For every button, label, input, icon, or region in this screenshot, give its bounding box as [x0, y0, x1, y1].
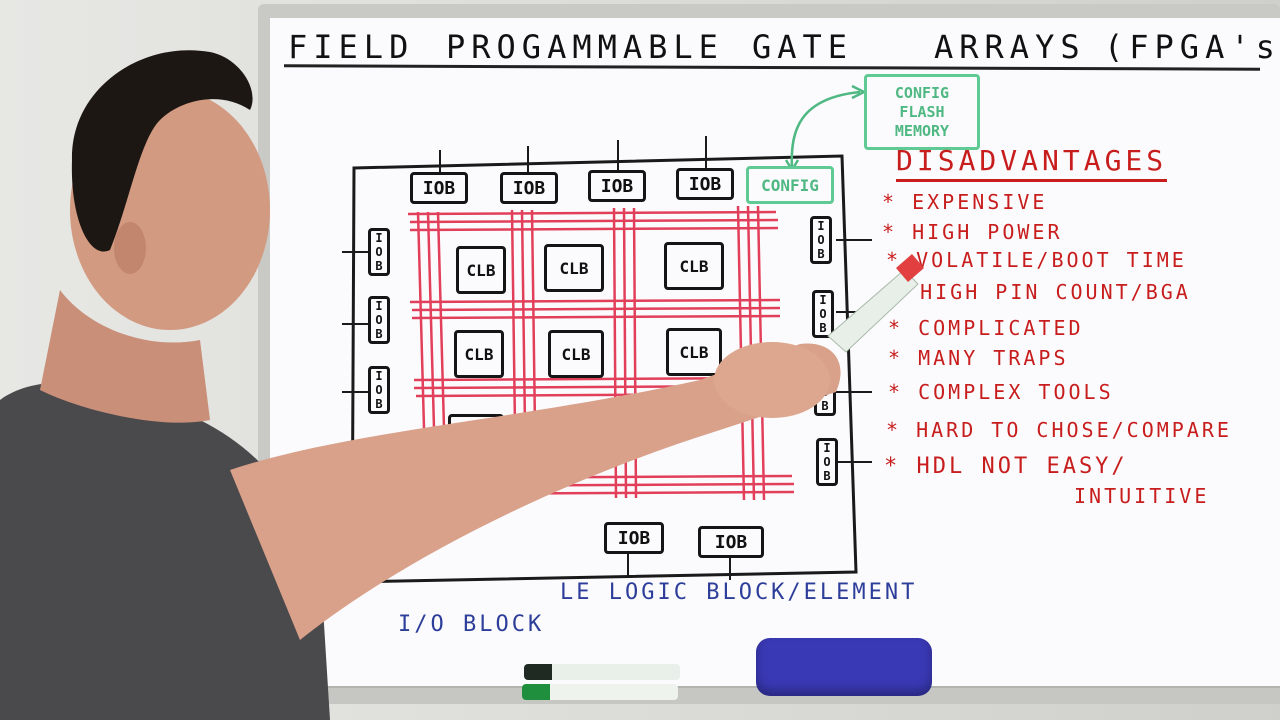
- disadvantage-item-continued: INTUITIVE: [1074, 484, 1210, 508]
- iob-right-2: IOB: [812, 290, 834, 338]
- title-word-gate: GATE: [752, 28, 854, 66]
- iob-left-4: IOB: [368, 438, 390, 486]
- legend-logic-block: LE LOGIC BLOCK/ELEMENT: [560, 580, 918, 605]
- iob-top-3: IOB: [588, 170, 646, 202]
- legend-io-block: I/O BLOCK: [398, 612, 545, 637]
- iob-right-3: IOB: [814, 368, 836, 416]
- config-flash-arrow: [790, 90, 861, 169]
- clb-r2-c2: CLB: [548, 330, 604, 378]
- config-block: CONFIG: [746, 166, 834, 204]
- iob-right-4: IOB: [816, 438, 838, 486]
- disadvantage-item: * EXPENSIVE: [882, 190, 1048, 214]
- iob-right-1: IOB: [810, 216, 832, 264]
- page-title: FIELD PROGAMMABLE GATE ARRAYS (FPGA's): [286, 22, 1280, 70]
- disadvantage-item: * HIGH POWER: [882, 220, 1063, 244]
- left-pins: [342, 251, 368, 463]
- iob-bottom-2: IOB: [698, 526, 764, 558]
- eraser-icon[interactable]: [756, 638, 932, 696]
- clb-r3-c2: CLB: [548, 414, 604, 462]
- iob-top-4: IOB: [676, 168, 734, 200]
- clb-r3-c1: CLB: [448, 414, 504, 462]
- disadvantages-heading: DISADVANTAGES: [896, 144, 1168, 182]
- disadvantage-item: * COMPLICATED: [888, 316, 1084, 340]
- title-word-programmable: PROGAMMABLE: [446, 28, 724, 66]
- iob-bottom-1: IOB: [604, 522, 664, 554]
- clb-r2-c3: CLB: [666, 328, 722, 376]
- title-word-fpgas: (FPGA's): [1104, 28, 1280, 66]
- disadvantage-item: * VOLATILE/BOOT TIME: [886, 248, 1187, 272]
- clb-r1-c1: CLB: [456, 246, 506, 294]
- top-pins: [439, 136, 707, 172]
- iob-top-1: IOB: [410, 172, 468, 204]
- clb-r1-c2: CLB: [544, 244, 604, 292]
- title-word-arrays: ARRAYS: [934, 28, 1086, 66]
- disadvantage-item: * MANY TRAPS: [888, 346, 1069, 370]
- clb-r2-c1: CLB: [454, 330, 504, 378]
- right-pins: [836, 239, 872, 463]
- disadvantage-item: * HDL NOT EASY/: [884, 454, 1128, 479]
- iob-left-1: IOB: [368, 228, 390, 276]
- title-word-field: FIELD: [288, 28, 415, 66]
- config-flash-memory: CONFIG FLASH MEMORY: [864, 74, 980, 150]
- iob-left-2: IOB: [368, 296, 390, 344]
- iob-left-3: IOB: [368, 366, 390, 414]
- clb-r1-c3: CLB: [664, 242, 724, 290]
- iob-top-2: IOB: [500, 172, 558, 204]
- disadvantage-item: * HARD TO CHOSE/COMPARE: [886, 418, 1232, 442]
- disadvantage-item: * COMPLEX TOOLS: [888, 380, 1114, 404]
- marker-black-icon[interactable]: [524, 664, 680, 680]
- marker-green-icon[interactable]: [522, 684, 678, 700]
- disadvantage-item: * HIGH PIN COUNT/BGA: [890, 280, 1191, 304]
